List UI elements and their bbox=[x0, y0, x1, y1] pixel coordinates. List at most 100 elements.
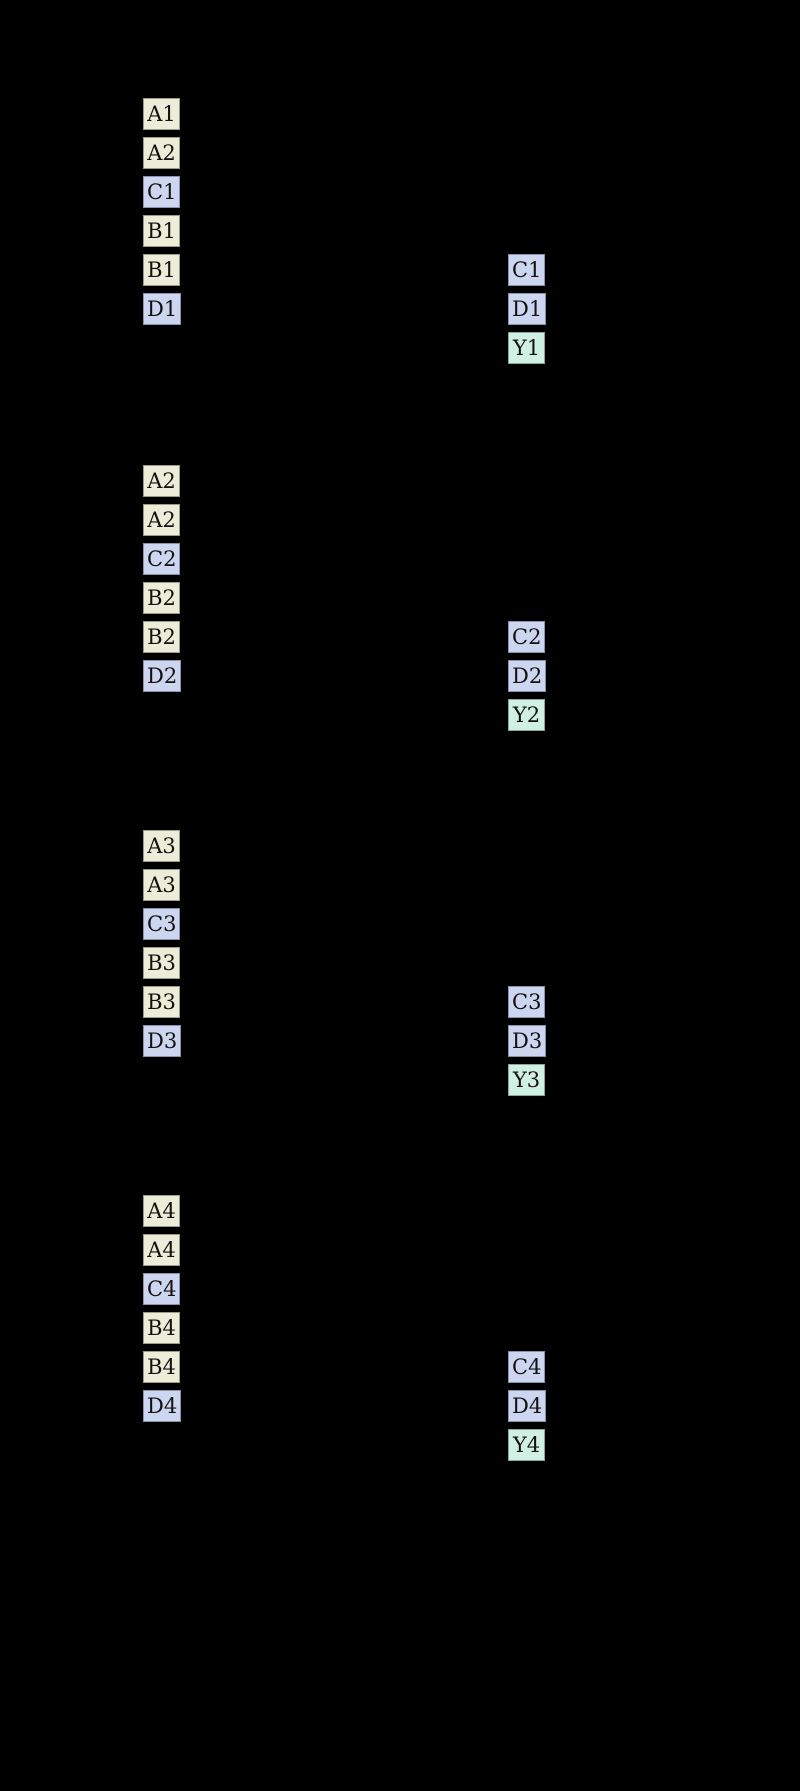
badge-row: D2 bbox=[143, 660, 182, 699]
badge-left-g1-r4[interactable]: B1 bbox=[143, 215, 180, 247]
badge-row: A4 bbox=[143, 1195, 181, 1234]
badge-row: C3 bbox=[143, 908, 181, 947]
row-spacer bbox=[508, 908, 546, 947]
badge-row: A3 bbox=[143, 869, 181, 908]
badge-row: C1 bbox=[508, 254, 546, 293]
badge-right-g4-r2[interactable]: D4 bbox=[508, 1390, 547, 1422]
badge-right-g2-r3[interactable]: Y2 bbox=[508, 699, 545, 731]
badge-row: C2 bbox=[143, 543, 181, 582]
badge-left-g2-r6[interactable]: D2 bbox=[143, 660, 182, 692]
row-spacer bbox=[508, 1273, 546, 1312]
badge-left-g2-r2[interactable]: A2 bbox=[143, 504, 180, 536]
badge-left-g2-r1[interactable]: A2 bbox=[143, 465, 180, 497]
row-spacer bbox=[508, 137, 546, 176]
badge-row: D2 bbox=[508, 660, 547, 699]
row-spacer bbox=[508, 582, 546, 621]
row-spacer bbox=[508, 215, 546, 254]
badge-row: A2 bbox=[143, 465, 181, 504]
badge-left-g4-r1[interactable]: A4 bbox=[143, 1195, 180, 1227]
badge-right-g3-r2[interactable]: D3 bbox=[508, 1025, 547, 1057]
badge-row: C4 bbox=[508, 1351, 546, 1390]
badge-row: B1 bbox=[143, 215, 181, 254]
badge-row: D4 bbox=[143, 1390, 182, 1429]
badge-right-g2-r2[interactable]: D2 bbox=[508, 660, 547, 692]
badge-left-g4-r6[interactable]: D4 bbox=[143, 1390, 182, 1422]
badge-row: D4 bbox=[508, 1390, 547, 1429]
row-spacer bbox=[508, 504, 546, 543]
badge-right-g4-r3[interactable]: Y4 bbox=[508, 1429, 545, 1461]
badge-row: C1 bbox=[143, 176, 181, 215]
badge-row: A2 bbox=[143, 137, 181, 176]
row-spacer bbox=[508, 947, 546, 986]
badge-row: D1 bbox=[508, 293, 547, 332]
badge-row: D3 bbox=[143, 1025, 182, 1064]
badge-left-g1-r2[interactable]: A2 bbox=[143, 137, 180, 169]
badge-right-g1-r3[interactable]: Y1 bbox=[508, 332, 545, 364]
badge-row: B4 bbox=[143, 1351, 181, 1390]
badge-right-g1-r1[interactable]: C1 bbox=[508, 254, 546, 286]
badge-row: Y2 bbox=[508, 699, 546, 738]
badge-row: D1 bbox=[143, 293, 182, 332]
badge-left-g4-r2[interactable]: A4 bbox=[143, 1234, 180, 1266]
row-spacer bbox=[508, 465, 546, 504]
badge-row: B3 bbox=[143, 947, 181, 986]
badge-right-g1-r2[interactable]: D1 bbox=[508, 293, 547, 325]
badge-right-g3-r1[interactable]: C3 bbox=[508, 986, 546, 1018]
badge-left-g4-r3[interactable]: C4 bbox=[143, 1273, 181, 1305]
badge-left-g3-r6[interactable]: D3 bbox=[143, 1025, 182, 1057]
row-spacer bbox=[508, 869, 546, 908]
badge-left-g1-r5[interactable]: B1 bbox=[143, 254, 180, 286]
badge-row: Y3 bbox=[508, 1064, 546, 1103]
badge-row: A3 bbox=[143, 830, 181, 869]
badge-left-g4-r5[interactable]: B4 bbox=[143, 1351, 180, 1383]
badge-left-g3-r2[interactable]: A3 bbox=[143, 869, 180, 901]
row-spacer bbox=[508, 176, 546, 215]
badge-left-g2-r4[interactable]: B2 bbox=[143, 582, 180, 614]
badge-left-g3-r5[interactable]: B3 bbox=[143, 986, 180, 1018]
row-spacer bbox=[508, 1234, 546, 1273]
badge-left-g3-r4[interactable]: B3 bbox=[143, 947, 180, 979]
badge-row: Y4 bbox=[508, 1429, 546, 1468]
badge-row: B3 bbox=[143, 986, 181, 1025]
badge-row: A2 bbox=[143, 504, 181, 543]
badge-left-g4-r4[interactable]: B4 bbox=[143, 1312, 180, 1344]
badge-row: A1 bbox=[143, 98, 181, 137]
badge-left-g1-r3[interactable]: C1 bbox=[143, 176, 181, 208]
badge-left-g2-r5[interactable]: B2 bbox=[143, 621, 180, 653]
badge-left-g2-r3[interactable]: C2 bbox=[143, 543, 181, 575]
badge-row: B2 bbox=[143, 582, 181, 621]
row-spacer bbox=[508, 830, 546, 869]
badge-row: A4 bbox=[143, 1234, 181, 1273]
row-spacer bbox=[508, 543, 546, 582]
badge-right-g3-r3[interactable]: Y3 bbox=[508, 1064, 545, 1096]
row-spacer bbox=[508, 1312, 546, 1351]
badge-row: D3 bbox=[508, 1025, 547, 1064]
badge-left-g3-r1[interactable]: A3 bbox=[143, 830, 180, 862]
row-spacer bbox=[508, 1195, 546, 1234]
badge-left-g1-r1[interactable]: A1 bbox=[143, 98, 180, 130]
badge-row: B4 bbox=[143, 1312, 181, 1351]
badge-row: B1 bbox=[143, 254, 181, 293]
badge-right-g4-r1[interactable]: C4 bbox=[508, 1351, 546, 1383]
badge-row: C4 bbox=[143, 1273, 181, 1312]
badge-row: C3 bbox=[508, 986, 546, 1025]
badge-row: C2 bbox=[508, 621, 546, 660]
badge-row: B2 bbox=[143, 621, 181, 660]
badge-left-g1-r6[interactable]: D1 bbox=[143, 293, 182, 325]
badge-left-g3-r3[interactable]: C3 bbox=[143, 908, 181, 940]
badge-row: Y1 bbox=[508, 332, 546, 371]
badge-right-g2-r1[interactable]: C2 bbox=[508, 621, 546, 653]
